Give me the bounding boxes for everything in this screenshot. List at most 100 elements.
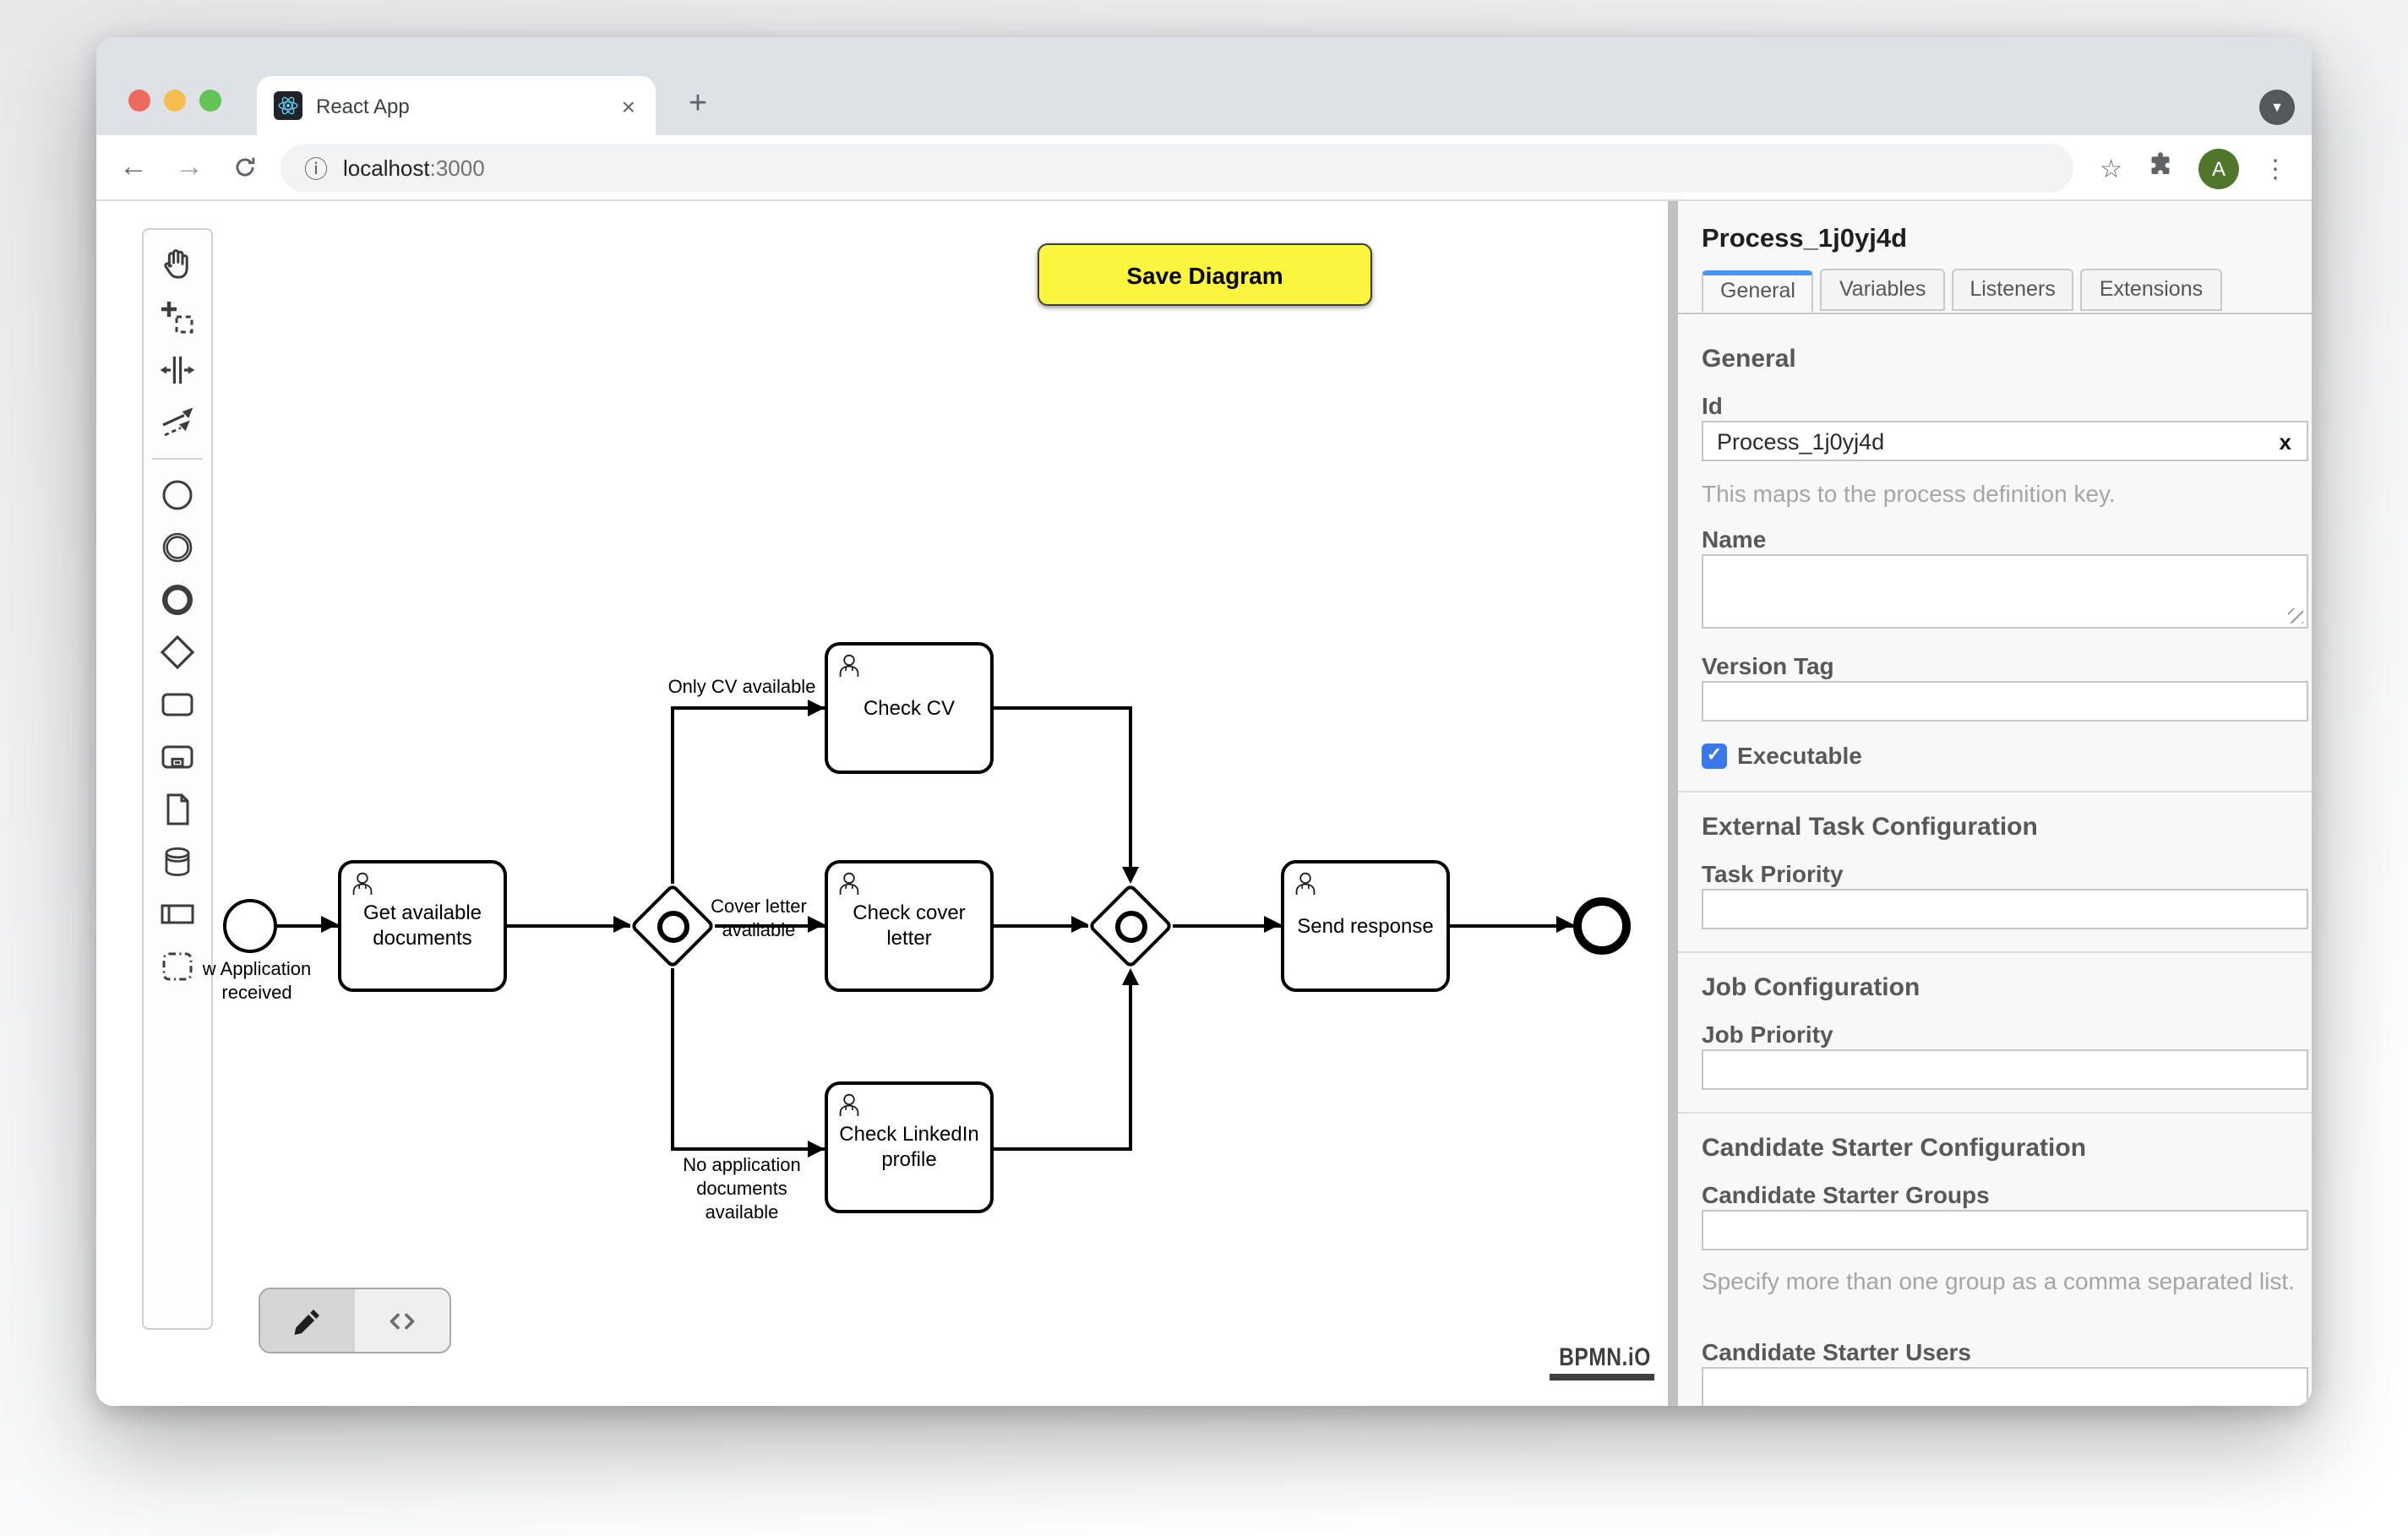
candidate-users-input[interactable]: [1702, 1367, 2308, 1406]
sequence-flow[interactable]: [277, 923, 338, 928]
sequence-flow[interactable]: [994, 705, 1132, 711]
bpmn-canvas[interactable]: Save Diagram: [96, 201, 1668, 1406]
address-bar[interactable]: ⓘ localhost:3000: [281, 144, 2073, 193]
lasso-tool-icon[interactable]: [154, 294, 201, 341]
panel-tabs: General Variables Listeners Extensions: [1702, 269, 2308, 313]
browser-tab[interactable]: React App ×: [257, 76, 656, 135]
job-priority-input[interactable]: [1702, 1049, 2308, 1090]
sequence-flow[interactable]: [994, 923, 1088, 928]
task-priority-input[interactable]: [1702, 889, 2308, 929]
extensions-puzzle-icon[interactable]: [2146, 150, 2175, 187]
tab-variables[interactable]: Variables: [1820, 269, 1945, 311]
tab-title: React App: [316, 94, 410, 117]
create-subprocess-icon[interactable]: [154, 733, 201, 781]
profile-avatar[interactable]: A: [2198, 148, 2239, 188]
sequence-flow[interactable]: [1128, 985, 1133, 1151]
task-check-cover-letter[interactable]: Check cover letter: [825, 860, 994, 992]
bpmn-palette: [142, 228, 213, 1330]
inclusive-gateway-join[interactable]: [1087, 883, 1174, 969]
code-icon: [390, 1312, 415, 1329]
create-participant-icon[interactable]: [154, 891, 201, 938]
tab-general[interactable]: General: [1702, 270, 1814, 313]
panel-divider[interactable]: [1668, 201, 1678, 1406]
url-text: localhost:3000: [343, 155, 485, 181]
tab-listeners[interactable]: Listeners: [1951, 269, 2074, 311]
version-tag-input[interactable]: [1702, 681, 2308, 722]
section-job-configuration: Job Configuration: [1702, 973, 1920, 1002]
diagram-mode-button[interactable]: [260, 1289, 355, 1352]
task-check-linkedin-profile[interactable]: Check LinkedIn profile: [825, 1081, 994, 1213]
user-task-icon: [836, 1092, 862, 1117]
create-end-event-icon[interactable]: [154, 576, 201, 624]
close-window-button[interactable]: [128, 90, 150, 112]
reload-icon[interactable]: [226, 149, 264, 186]
sequence-flow[interactable]: [1128, 708, 1133, 870]
window-controls[interactable]: [128, 90, 221, 112]
panel-title: Process_1j0yj4d: [1702, 225, 1908, 253]
global-connect-tool-icon[interactable]: [154, 399, 201, 446]
create-gateway-icon[interactable]: [154, 629, 201, 676]
user-task-icon: [836, 870, 862, 896]
arrowhead: [808, 1140, 825, 1157]
start-event-label: w Application received: [202, 960, 312, 1004]
create-intermediate-event-icon[interactable]: [154, 524, 201, 571]
sequence-flow[interactable]: [994, 1147, 1132, 1152]
hand-tool-icon[interactable]: [154, 242, 201, 289]
task-label: Check CV: [863, 695, 956, 719]
start-event[interactable]: [223, 899, 277, 953]
create-data-store-icon[interactable]: [154, 838, 201, 885]
new-tab-button[interactable]: +: [688, 86, 708, 122]
name-label: Name: [1702, 526, 1767, 553]
create-task-icon[interactable]: [154, 681, 201, 728]
sequence-flow[interactable]: [1450, 923, 1573, 928]
executable-checkbox[interactable]: ✓: [1702, 743, 1727, 768]
sequence-flow[interactable]: [670, 705, 825, 711]
create-start-event-icon[interactable]: [154, 471, 201, 519]
tabs-baseline: [1678, 313, 2312, 314]
arrowhead: [1264, 916, 1281, 934]
forward-icon[interactable]: →: [175, 150, 204, 182]
create-data-object-icon[interactable]: [154, 786, 201, 833]
tab-close-icon[interactable]: ×: [621, 92, 635, 119]
task-priority-label: Task Priority: [1702, 860, 1844, 887]
minimize-window-button[interactable]: [164, 90, 186, 112]
task-check-cv[interactable]: Check CV: [825, 642, 994, 774]
site-info-icon[interactable]: ⓘ: [304, 155, 328, 182]
create-group-icon[interactable]: [154, 943, 201, 990]
end-event[interactable]: [1573, 897, 1631, 955]
bpmn-io-logo[interactable]: BPMN.iO: [1550, 1343, 1654, 1380]
palette-separator: [152, 458, 203, 460]
clear-icon[interactable]: x: [2279, 428, 2291, 454]
sequence-flow[interactable]: [670, 1147, 825, 1152]
inclusive-gateway-circle: [656, 910, 689, 942]
candidate-users-label: Candidate Starter Users: [1702, 1338, 1972, 1365]
arrowhead: [1121, 867, 1138, 884]
browser-tabstrip: React App × + ▼: [96, 37, 2312, 135]
tab-extensions[interactable]: Extensions: [2080, 269, 2222, 311]
arrowhead: [808, 699, 825, 716]
id-input[interactable]: Process_1j0yj4d x: [1702, 421, 2308, 461]
user-task-icon: [350, 870, 375, 896]
browser-menu-icon[interactable]: ⋮: [2263, 155, 2288, 183]
react-logo-icon: [274, 91, 302, 120]
bookmark-star-icon[interactable]: ☆: [2100, 155, 2122, 183]
view-mode-toggle: [259, 1288, 451, 1354]
sequence-flow[interactable]: [507, 923, 630, 928]
inclusive-gateway-split[interactable]: [629, 883, 716, 969]
page-content: Save Diagram: [96, 201, 2312, 1406]
name-textarea[interactable]: [1702, 554, 2308, 629]
sequence-flow[interactable]: [715, 923, 825, 928]
candidate-groups-input[interactable]: [1702, 1210, 2308, 1250]
xml-mode-button[interactable]: [355, 1289, 449, 1352]
sequence-flow[interactable]: [670, 968, 675, 1151]
space-tool-icon[interactable]: [154, 346, 201, 394]
sequence-flow[interactable]: [670, 708, 675, 884]
back-icon[interactable]: ←: [119, 150, 148, 182]
save-diagram-button[interactable]: Save Diagram: [1038, 243, 1372, 306]
task-get-available-documents[interactable]: Get available documents: [338, 860, 507, 992]
sequence-flow[interactable]: [1173, 923, 1281, 928]
zoom-window-button[interactable]: [199, 90, 221, 112]
tab-search-chevron-icon[interactable]: ▼: [2259, 90, 2295, 125]
executable-row: ✓ Executable: [1702, 742, 2308, 769]
task-send-response[interactable]: Send response: [1281, 860, 1450, 992]
